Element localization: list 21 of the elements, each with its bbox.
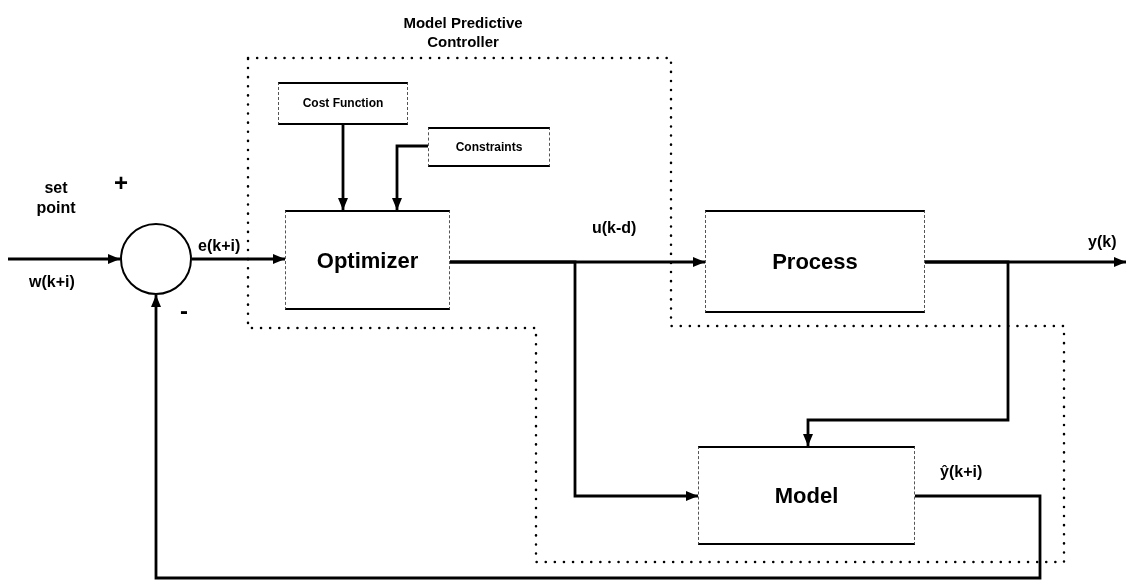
edge-label: e(k+i): [196, 236, 243, 256]
signal-label: w(k+i): [28, 272, 76, 292]
sign-label: +: [114, 168, 128, 198]
arrow: [338, 125, 348, 210]
arrow: [803, 260, 1010, 446]
process-box: Optimizer: [285, 210, 450, 310]
process-box: Process: [705, 210, 925, 313]
arrow: [450, 260, 698, 501]
edge-label: y(k): [1086, 232, 1119, 252]
group-title: Model Predictive Controller: [402, 14, 524, 52]
process-box: Model: [698, 446, 915, 545]
edge-label: u(k-d): [590, 218, 639, 238]
arrow: [8, 254, 120, 264]
input-box: Constraints: [428, 127, 550, 167]
sign-label: -: [180, 296, 188, 326]
edge-label: ŷ(k+i): [938, 462, 985, 482]
arrow: [392, 144, 428, 210]
arrow: [192, 254, 285, 264]
signal-label: set point: [35, 178, 77, 218]
arrow: [151, 295, 1042, 580]
input-box: Cost Function: [278, 82, 408, 125]
